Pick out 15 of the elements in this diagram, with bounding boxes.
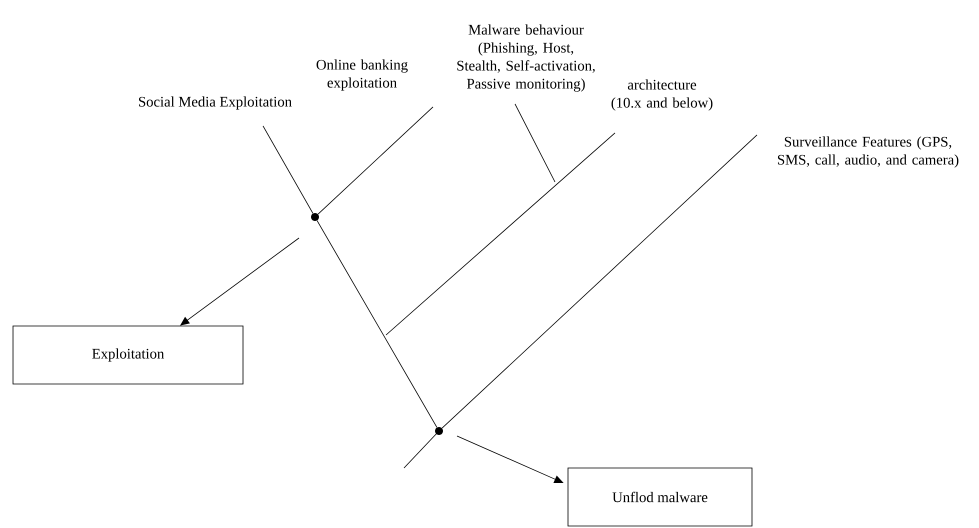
heading-text: Surveillance Features (GPS, SMS, call, audio, and camera) — [778, 136, 958, 168]
heading-text: Online banking exploitation — [316, 59, 408, 91]
heading-text: Social Media Exploitation — [139, 96, 292, 110]
result-box: Unflod malware — [568, 468, 752, 526]
branch-line — [316, 220, 438, 428]
leader-line — [514, 104, 556, 182]
heading-text: architecture (10.x and below) — [612, 79, 712, 111]
result-box: Exploitation — [12, 326, 244, 384]
branch-line — [262, 126, 314, 214]
junction-dot — [311, 213, 319, 221]
branch-line — [442, 134, 758, 428]
branch-line — [386, 132, 616, 336]
junction-dot — [435, 427, 443, 435]
heading-text: Malware behaviour (Phishing, Host, Stealth, Self-activation, Passive monitoring) — [457, 24, 595, 92]
branch-line — [318, 106, 434, 214]
